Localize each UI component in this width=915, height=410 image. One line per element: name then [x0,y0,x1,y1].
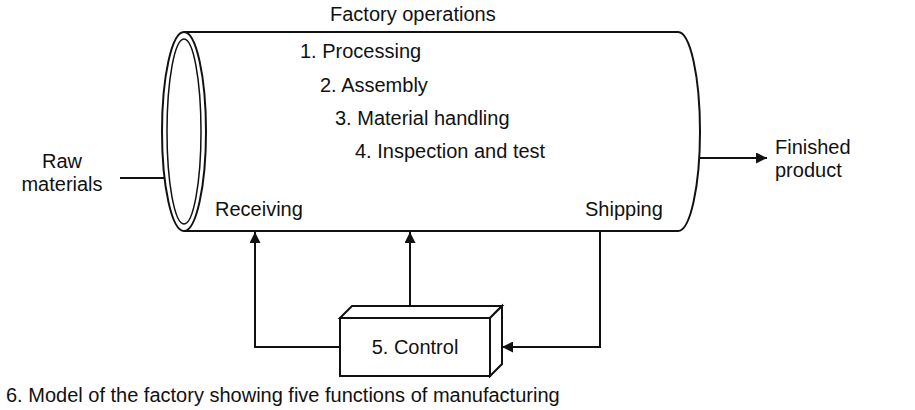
control-box: 5. Control [340,306,502,376]
control-flow-line [409,232,411,306]
figure-caption: 6. Model of the factory showing five fun… [6,384,560,406]
input-label: Raw materials [12,150,112,196]
cylinder-body [184,32,700,231]
cylinder-opening [162,32,206,231]
box-side-face [490,306,502,376]
box-top-face [340,306,502,318]
control-flow-line [502,232,600,347]
cylinder-rim [167,39,201,224]
node-heading: Factory operations [330,3,496,26]
factory-cylinder: Factory operations 1. Processing 2. Assemb… [160,0,703,232]
function-label: 1. Processing [300,40,421,63]
end-label: Shipping [585,198,663,221]
box-front-face [340,318,490,376]
output-label: Finished product [775,136,885,182]
box-label: 5. Control [372,336,459,359]
output-arrow [699,157,767,159]
end-label: Receiving [215,198,303,221]
function-label: 2. Assembly [320,74,428,97]
function-label: 3. Material handling [335,107,510,130]
function-label: 4. Inspection and test [355,140,545,163]
control-flow-line [255,232,340,347]
